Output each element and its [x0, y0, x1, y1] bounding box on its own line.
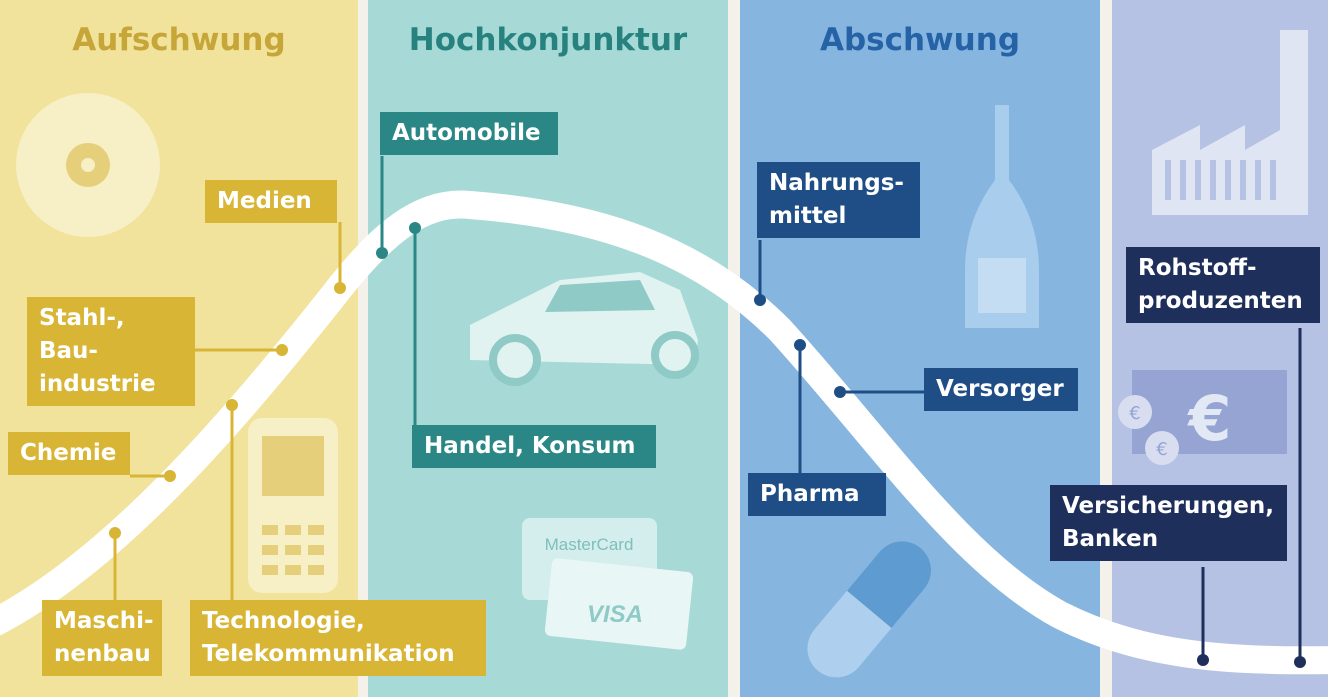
sector-label-maschinenbau: Maschi-nenbau — [42, 600, 162, 676]
label-text: Chemie — [20, 440, 117, 466]
label-line: mittel — [769, 203, 847, 229]
label-line: industrie — [39, 371, 156, 397]
connector-lines — [113, 156, 1302, 662]
mobile-phone-icon — [248, 418, 338, 593]
label-line: Technologie, — [202, 608, 365, 634]
visa-logo: VISA — [587, 601, 643, 628]
phase-title-hochkonjunktur: Hochkonjunktur — [408, 22, 688, 58]
factory-icon — [1152, 30, 1308, 215]
phase-title-abschwung: Abschwung — [819, 22, 1021, 58]
sector-label-chemie: Chemie — [8, 432, 130, 475]
label-text: Versorger — [936, 376, 1064, 402]
pill-icon — [807, 541, 932, 678]
sector-label-stahl-bau: Stahl-, Bau-industrie — [27, 297, 195, 406]
label-line: Versicherungen, — [1062, 493, 1274, 519]
label-text: Pharma — [760, 481, 860, 507]
label-line: Rohstoff- — [1138, 255, 1257, 281]
label-line: Maschi- — [54, 608, 154, 634]
cd-icon — [16, 93, 160, 237]
euro-money-icon: € € € — [1118, 370, 1287, 465]
connector-dots — [109, 222, 1306, 668]
sector-label-nahrungsmittel: Nahrungs-mittel — [757, 162, 920, 238]
svg-text:€: € — [1186, 382, 1231, 455]
business-cycle-curve — [0, 190, 1328, 675]
mastercard-logo: MasterCard — [545, 535, 634, 554]
sector-label-versorger: Versorger — [924, 368, 1078, 411]
bottle-icon — [965, 105, 1039, 328]
sector-label-automobile: Automobile — [380, 112, 558, 155]
label-line: nenbau — [54, 641, 151, 667]
label-line: Banken — [1062, 526, 1159, 552]
svg-text:€: € — [1156, 439, 1167, 460]
sector-label-pharma: Pharma — [748, 473, 886, 516]
label-line: Telekommunikation — [202, 641, 455, 667]
sector-label-technologie: Technologie, Telekommunikation — [190, 600, 486, 676]
car-icon — [470, 272, 699, 386]
svg-text:€: € — [1129, 403, 1140, 424]
sector-label-medien: Medien — [205, 180, 337, 223]
label-text: Handel, Konsum — [424, 433, 636, 459]
label-text: Automobile — [392, 120, 541, 146]
sector-label-rohstoffproduzenten: Rohstoff-produzenten — [1126, 247, 1320, 323]
sector-label-handel-konsum: Handel, Konsum — [412, 425, 656, 468]
credit-cards-icon: MasterCard VISA — [522, 518, 694, 650]
label-line: Stahl-, Bau- — [39, 305, 125, 364]
label-line: Nahrungs- — [769, 170, 904, 196]
phase-title-aufschwung: Aufschwung — [72, 22, 286, 58]
label-text: Medien — [217, 188, 312, 214]
sector-label-versicherungen-banken: Versicherungen, Banken — [1050, 485, 1287, 561]
label-line: produzenten — [1138, 288, 1303, 314]
